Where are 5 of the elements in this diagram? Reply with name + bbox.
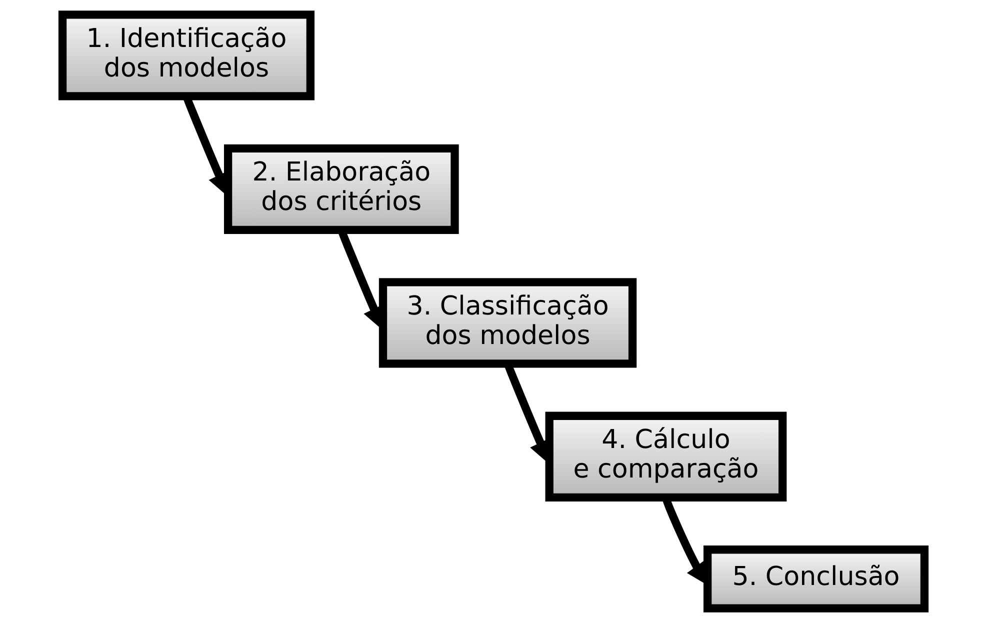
node-box: 1. Identificação dos modelos: [58, 10, 314, 100]
node-box: 2. Elaboração dos critérios: [224, 144, 459, 234]
node-box: 5. Conclusão: [703, 546, 929, 612]
node-box: 3. Classificação dos modelos: [378, 278, 637, 368]
node-box: 4. Cálculo e comparação: [545, 412, 787, 502]
